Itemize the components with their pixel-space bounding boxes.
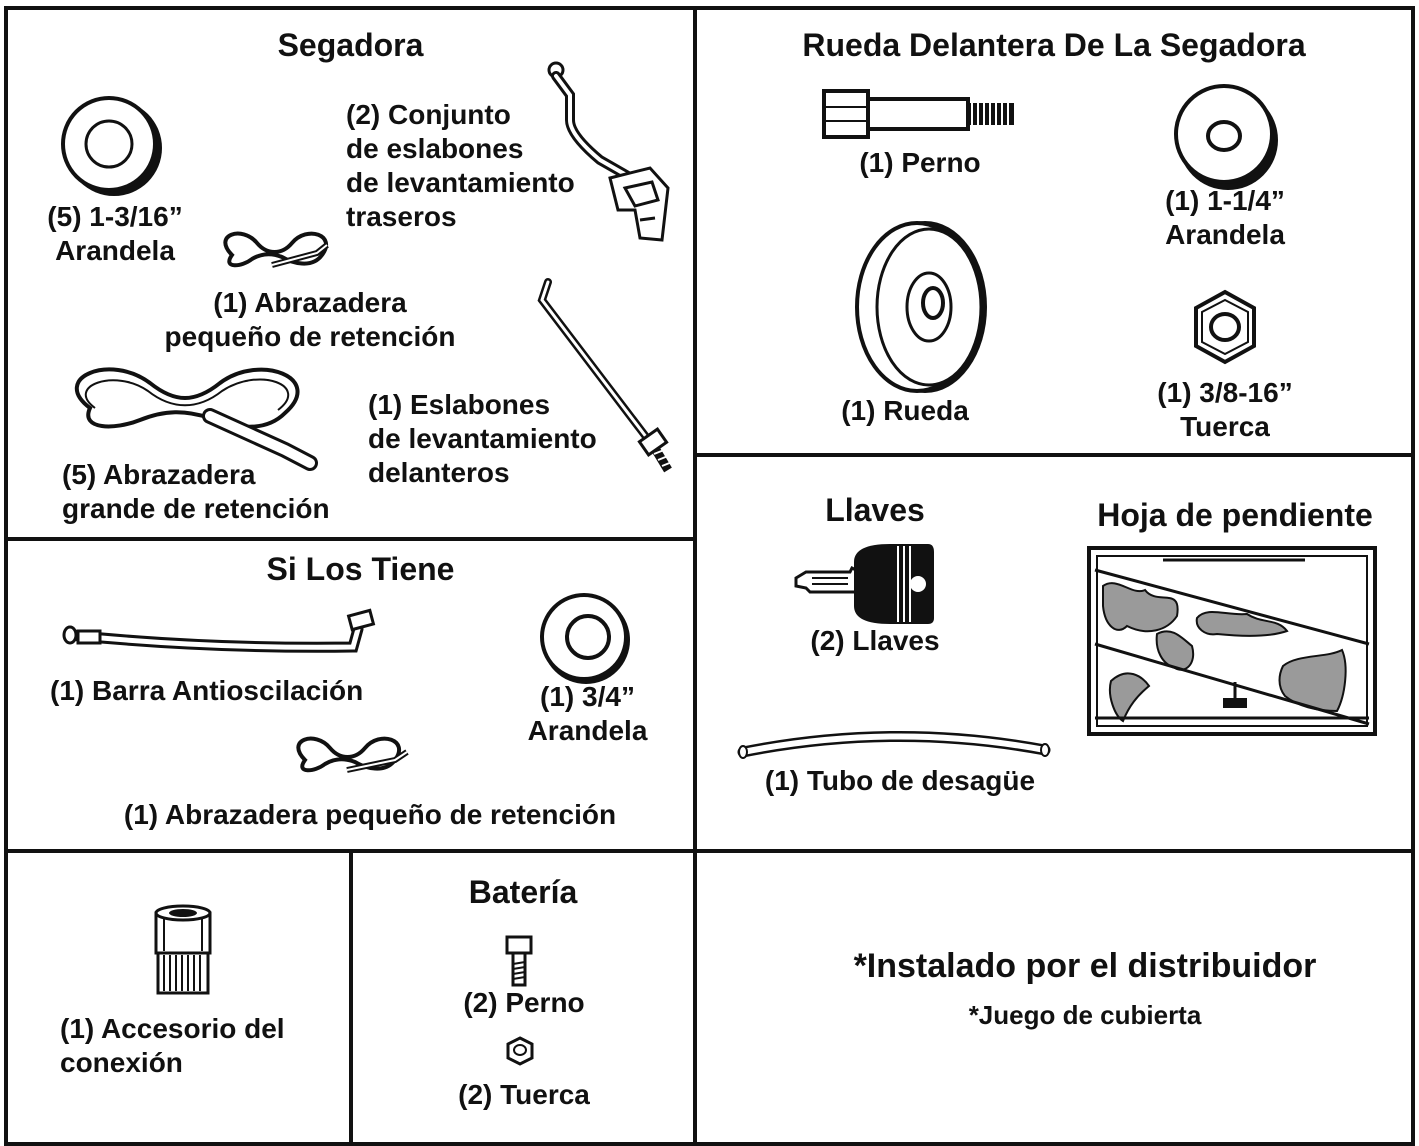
- fitting-icon: [148, 905, 218, 1000]
- washer-1-1-4-icon: [1170, 80, 1278, 190]
- llaves-title: Llaves: [825, 492, 925, 528]
- si-los-tiene-title: Si Los Tiene: [266, 551, 455, 587]
- battery-bolt-icon: [504, 934, 534, 988]
- drain-tube-icon: [735, 730, 1055, 770]
- rueda-bolt-label: (1) Perno: [859, 147, 981, 178]
- distribuidor-title: *Instalado por el distribuidor: [853, 947, 1317, 985]
- wheel-icon: [845, 221, 987, 393]
- sway-bar-icon: [58, 605, 388, 665]
- small-retaining-clip-icon: [212, 225, 342, 285]
- si-clip-label: (1) Abrazadera pequeño de retención: [123, 799, 617, 830]
- panel-rueda: [693, 6, 1415, 457]
- bateria-nut-label: (2) Tuerca: [458, 1079, 590, 1110]
- drain-tube-label: (1) Tubo de desagüe: [764, 765, 1036, 796]
- panel-distribuidor: [693, 849, 1415, 1146]
- rueda-title: Rueda Delantera De La Segadora: [802, 27, 1306, 63]
- ignition-key-icon: [790, 544, 934, 624]
- rueda-wheel-label: (1) Rueda: [841, 395, 969, 426]
- battery-nut-icon: [505, 1036, 535, 1066]
- panel-conexion: [4, 849, 353, 1146]
- conexion-label: (1) Accesorio del conexión: [60, 1013, 285, 1078]
- bateria-bolt-label: (2) Perno: [463, 987, 585, 1018]
- segadora-rear-links-label: (2) Conjunto de eslabones de levantamien…: [346, 99, 575, 232]
- segadora-washer-label: (5) 1-3/16” Arandela: [47, 201, 183, 266]
- segadora-front-links-label: (1) Eslabones de levantamiento delantero…: [368, 389, 597, 488]
- segadora-title: Segadora: [277, 27, 424, 63]
- keys-label: (2) Llaves: [810, 625, 940, 656]
- washer-1-3-16-icon: [58, 92, 162, 196]
- si-washer-label: (1) 3/4” Arandela: [527, 681, 648, 746]
- large-retaining-clip-icon: [60, 358, 320, 468]
- bolt-icon: [820, 85, 1014, 145]
- panel-si-los-tiene: [4, 537, 697, 853]
- panel-segadora: [4, 6, 697, 541]
- segadora-large-clip-label: (5) Abrazadera grande de retención: [62, 459, 330, 524]
- front-lift-link-icon: [530, 272, 680, 482]
- pendiente-title: Hoja de pendiente: [1097, 497, 1373, 533]
- distribuidor-subtitle: *Juego de cubierta: [968, 1000, 1202, 1030]
- bateria-title: Batería: [468, 874, 578, 910]
- rueda-nut-label: (1) 3/8-16” Tuerca: [1157, 377, 1293, 442]
- small-retaining-clip-2-icon: [285, 730, 420, 790]
- washer-3-4-icon: [535, 588, 630, 684]
- sway-bar-label: (1) Barra Antioscilación: [50, 675, 364, 706]
- rueda-washer-label: (1) 1-1/4” Arandela: [1165, 185, 1285, 250]
- panel-bateria: [349, 849, 697, 1146]
- nut-icon: [1190, 288, 1260, 368]
- segadora-small-clip-label: (1) Abrazadera pequeño de retención: [164, 287, 456, 352]
- slope-sheet-icon: [1087, 546, 1377, 736]
- rear-lift-link-icon: [540, 60, 680, 250]
